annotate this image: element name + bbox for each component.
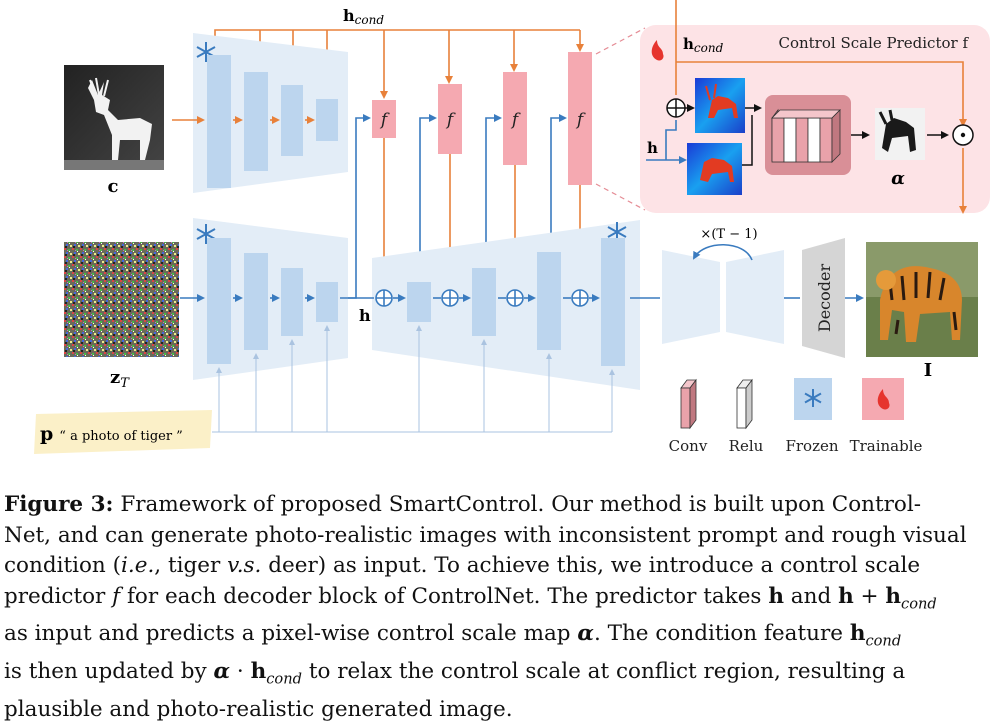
prompt-label: p“ a photo of tiger ” xyxy=(40,423,183,445)
noise-latent-image xyxy=(64,242,179,357)
predictor-f-blocks xyxy=(372,52,592,185)
prompt-lines xyxy=(212,325,615,433)
hcond-top-label: hcond xyxy=(343,6,384,27)
unet-encoder-trapezoid xyxy=(193,218,348,380)
svg-text:f: f xyxy=(510,110,521,130)
vae-shape-left xyxy=(662,250,720,344)
caption-line-1: Framework of proposed SmartControl. Our … xyxy=(113,492,921,517)
legend-trainable-label: Trainable xyxy=(850,437,923,455)
fire-icon xyxy=(877,389,890,410)
zT-label: zT xyxy=(110,367,130,391)
hcond-predictor-label: hcond xyxy=(683,35,724,55)
unet-blocks xyxy=(207,238,625,366)
caption-line-6: is then updated by α · hcond to relax th… xyxy=(4,659,906,688)
alpha-label: α xyxy=(891,168,905,189)
legend-frozen-label: Frozen xyxy=(785,437,838,455)
loop-arrow xyxy=(693,243,753,261)
framework-diagram: hcond c f xyxy=(34,0,990,455)
vae-shape-right xyxy=(726,250,784,344)
h-to-predictor-lines xyxy=(340,114,567,299)
alpha-map-image xyxy=(875,108,925,160)
condition-image-deer xyxy=(64,65,164,170)
caption-line-2: Net, and can generate photo-realistic im… xyxy=(4,522,967,548)
f-labels: f f f f xyxy=(379,110,586,130)
control-scale-predictor-panel: Control Scale Predictor f hcond h xyxy=(595,0,990,214)
h-mid-label: h xyxy=(359,306,371,325)
caption-label: Figure 3: xyxy=(4,492,114,517)
c-label: c xyxy=(108,176,119,197)
relu-block-icon xyxy=(736,378,753,430)
svg-text:f: f xyxy=(445,110,456,130)
legend-relu-label: Relu xyxy=(729,437,764,455)
decoder-label: Decoder xyxy=(815,264,834,333)
svg-text:f: f xyxy=(379,110,390,130)
output-tiger-image xyxy=(866,242,978,357)
decoder-block xyxy=(802,238,845,358)
predictor-title: Control Scale Predictor f xyxy=(778,34,969,52)
snowflake-icon xyxy=(804,389,822,407)
unet-decoder-trapezoid xyxy=(372,220,640,390)
loop-label: ×(T − 1) xyxy=(700,227,757,242)
figure-caption: Figure 3: Framework of proposed SmartCon… xyxy=(4,490,994,725)
encoder-blocks xyxy=(207,55,338,188)
heatmap-sum xyxy=(695,78,745,133)
prompt-box xyxy=(34,410,212,454)
fire-icon xyxy=(651,40,664,61)
caption-line-4: predictor f for each decoder block of Co… xyxy=(4,583,937,612)
caption-line-7: plausible and photo-realistic generated … xyxy=(4,696,513,722)
heatmap-h xyxy=(687,143,742,195)
snowflake-icon xyxy=(196,224,216,244)
caption-line-3: condition (i.e., tiger v.s. deer) as inp… xyxy=(4,553,921,578)
stacked-layers xyxy=(771,108,841,163)
conv-block-icon xyxy=(680,378,697,430)
I-label: I xyxy=(924,360,932,381)
legend-conv-label: Conv xyxy=(669,437,708,455)
legend: Conv Relu Frozen Trainable xyxy=(669,378,923,455)
controlnet-encoder-trapezoid xyxy=(193,33,348,193)
svg-text:f: f xyxy=(575,110,586,130)
caption-line-5: as input and predicts a pixel-wise contr… xyxy=(4,621,902,650)
h-predictor-label: h xyxy=(647,139,658,157)
